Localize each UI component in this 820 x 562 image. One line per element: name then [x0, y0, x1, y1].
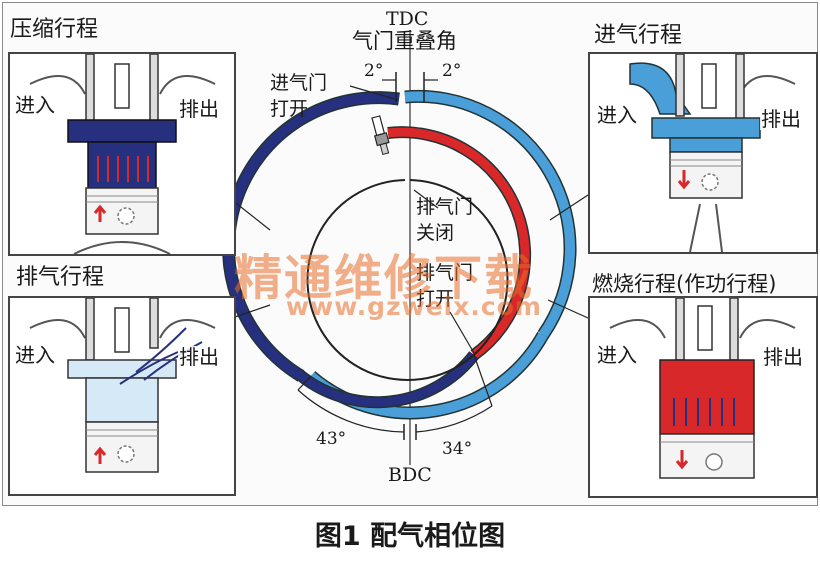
- intake-in-label: 进入: [596, 103, 638, 127]
- bdc-left-angle: 43°: [316, 429, 347, 449]
- exhaust-out-label: 排出: [178, 345, 220, 369]
- intake-open-label-2: 打开: [270, 98, 309, 120]
- exhaust-arc-bottom: [297, 352, 478, 407]
- connector-compression: [231, 199, 271, 231]
- exhaust-close-label-1: 排气门: [416, 196, 474, 218]
- intake-out-label: 排出: [760, 107, 802, 131]
- exhaust-close-leader: [413, 189, 439, 209]
- connector-combustion: [547, 299, 589, 319]
- overlap-right-angle: 2°: [442, 61, 462, 81]
- intake-arc-outer: [404, 91, 576, 338]
- watermark-text: 精通维修下载: [234, 250, 535, 306]
- combustion-panel: 进入 排出: [588, 296, 818, 498]
- combustion-arc: [387, 127, 530, 359]
- combustion-out-label: 排出: [762, 345, 804, 369]
- valve-timing-diagram: [222, 30, 589, 465]
- bdc-label: BDC: [388, 464, 432, 486]
- compression-stroke-label: 压缩行程: [10, 17, 99, 42]
- exhaust-panel: 进入 排出: [8, 296, 236, 496]
- intake-stroke-label: 进气行程: [594, 23, 683, 48]
- connector-intake: [549, 194, 589, 221]
- spark-plug-icon: [371, 115, 390, 156]
- compression-in-label: 进入: [14, 93, 56, 117]
- exhaust-close-label-2: 关闭: [416, 222, 455, 244]
- exhaust-open-label-1: 排气门: [416, 262, 474, 284]
- bdc-right-angle: 34°: [442, 439, 473, 459]
- exhaust-in-label: 进入: [14, 343, 56, 367]
- compression-out-label: 排出: [178, 97, 220, 121]
- tdc-label: TDC: [386, 8, 429, 30]
- bdc-right-angle-arc: [415, 405, 493, 433]
- combustion-in-label: 进入: [596, 343, 638, 367]
- compression-panel: 进入 排出: [8, 52, 236, 256]
- connector-exhaust: [231, 304, 271, 319]
- intake-open-leader: [349, 85, 399, 101]
- intake-open-label-1: 进气门: [270, 72, 328, 94]
- intake-panel: 进入 排出: [588, 52, 818, 254]
- overlap-left-angle: 2°: [364, 61, 384, 81]
- inner-ring: [306, 179, 509, 381]
- watermark-url: www.gzweix.com: [286, 292, 542, 321]
- figure-caption: 图1 配气相位图: [314, 521, 506, 552]
- exhaust-open-leader: [449, 311, 475, 354]
- bdc-left-angle-arc: [297, 389, 405, 433]
- overlap-angle-label: 气门重叠角: [352, 29, 457, 53]
- exhaust-stroke-label: 排气行程: [16, 265, 105, 290]
- compression-arc: [223, 92, 400, 381]
- exhaust-open-label-2: 打开: [416, 288, 455, 310]
- combustion-stroke-label: 燃烧行程(作功行程): [592, 272, 777, 296]
